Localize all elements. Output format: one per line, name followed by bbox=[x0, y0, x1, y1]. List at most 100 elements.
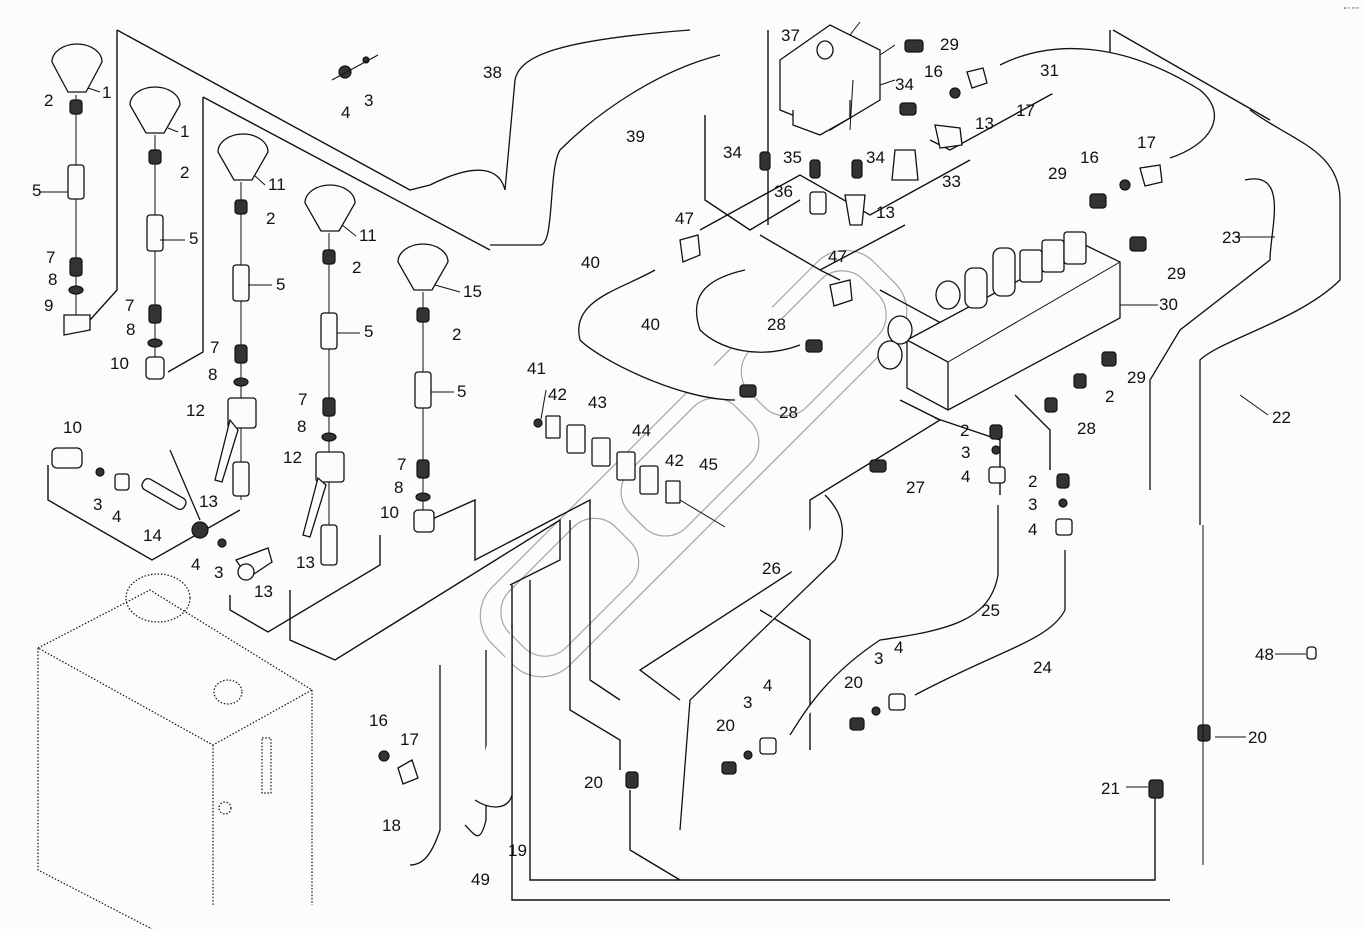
callout-part-15: 15 bbox=[463, 282, 482, 301]
callout-part-3: 3 bbox=[961, 443, 970, 462]
callout-part-16: 16 bbox=[369, 711, 388, 730]
callout-part-34: 34 bbox=[866, 148, 885, 167]
callout-part-20: 20 bbox=[1248, 728, 1267, 747]
callout-part-7: 7 bbox=[125, 296, 134, 315]
callout-part-5: 5 bbox=[276, 275, 285, 294]
callout-part-34: 34 bbox=[723, 143, 742, 162]
callout-part-23: 23 bbox=[1222, 228, 1241, 247]
callout-part-2: 2 bbox=[960, 421, 969, 440]
callout-part-28: 28 bbox=[767, 315, 786, 334]
callout-part-28: 28 bbox=[1077, 419, 1096, 438]
accumulator-11b bbox=[304, 184, 356, 232]
callout-part-4: 4 bbox=[763, 676, 772, 695]
accumulator-1b bbox=[129, 86, 181, 134]
callout-part-24: 24 bbox=[1033, 658, 1052, 677]
callout-part-29: 29 bbox=[940, 35, 959, 54]
callout-part-37: 37 bbox=[781, 26, 800, 45]
callout-part-12: 12 bbox=[186, 401, 205, 420]
callout-part-41: 41 bbox=[527, 359, 546, 378]
callout-part-17: 17 bbox=[1016, 101, 1035, 120]
reservoir-tank bbox=[36, 573, 314, 929]
accumulator-11a bbox=[217, 133, 269, 181]
callout-part-5: 5 bbox=[32, 181, 41, 200]
clamp-assembly bbox=[378, 234, 1317, 865]
callout-part-9: 9 bbox=[44, 296, 53, 315]
callout-part-43: 43 bbox=[588, 393, 607, 412]
callout-part-5: 5 bbox=[457, 382, 466, 401]
accumulators bbox=[51, 43, 449, 291]
callout-part-29: 29 bbox=[1048, 164, 1067, 183]
callout-part-11: 11 bbox=[359, 226, 377, 245]
callout-part-47: 47 bbox=[675, 209, 694, 228]
callout-part-3: 3 bbox=[874, 649, 883, 668]
callout-part-42: 42 bbox=[548, 385, 567, 404]
callout-part-2: 2 bbox=[44, 91, 53, 110]
callout-part-20: 20 bbox=[716, 716, 735, 735]
callout-part-3: 3 bbox=[743, 693, 752, 712]
callout-part-25: 25 bbox=[981, 601, 1000, 620]
callout-part-21: 21 bbox=[1101, 779, 1120, 798]
callout-part-2: 2 bbox=[1105, 387, 1114, 406]
callout-part-28: 28 bbox=[779, 403, 798, 422]
callout-part-8: 8 bbox=[297, 417, 306, 436]
callout-part-2: 2 bbox=[452, 325, 461, 344]
callout-part-13: 13 bbox=[975, 114, 994, 133]
callout-part-5: 5 bbox=[189, 229, 198, 248]
valve-manifold-30 bbox=[877, 164, 1163, 413]
callout-part-3: 3 bbox=[1028, 495, 1037, 514]
callout-part-2: 2 bbox=[266, 209, 275, 228]
callout-part-2: 2 bbox=[180, 163, 189, 182]
callout-part-10: 10 bbox=[63, 418, 82, 437]
callout-part-34: 34 bbox=[895, 75, 914, 94]
callout-part-4: 4 bbox=[341, 103, 350, 122]
callout-part-10: 10 bbox=[110, 354, 129, 373]
callout-part-29: 29 bbox=[1127, 368, 1146, 387]
callout-part-13: 13 bbox=[876, 203, 895, 222]
callout-part-42: 42 bbox=[665, 451, 684, 470]
callout-part-36: 36 bbox=[774, 182, 793, 201]
callout-part-40: 40 bbox=[581, 253, 600, 272]
leader-lines bbox=[40, 79, 1306, 788]
callout-part-1: 1 bbox=[102, 83, 111, 102]
callout-part-4: 4 bbox=[894, 638, 903, 657]
callout-part-3: 3 bbox=[93, 495, 102, 514]
callout-part-4: 4 bbox=[112, 507, 121, 526]
callout-part-31: 31 bbox=[1040, 61, 1059, 80]
callout-part-7: 7 bbox=[298, 390, 307, 409]
callout-part-11: 11 bbox=[268, 175, 286, 194]
accumulator-15 bbox=[397, 243, 449, 291]
callout-part-38: 38 bbox=[483, 63, 502, 82]
callout-part-49: 49 bbox=[471, 870, 490, 889]
callout-part-3: 3 bbox=[364, 91, 373, 110]
callout-part-35: 35 bbox=[783, 148, 802, 167]
callout-part-3: 3 bbox=[214, 563, 223, 582]
callout-part-19: 19 bbox=[508, 841, 527, 860]
callout-part-13: 13 bbox=[199, 492, 218, 511]
callout-part-13: 13 bbox=[296, 553, 315, 572]
callout-part-7: 7 bbox=[397, 455, 406, 474]
callout-part-4: 4 bbox=[961, 467, 970, 486]
callout-part-12: 12 bbox=[283, 448, 302, 467]
callout-part-47: 47 bbox=[828, 247, 847, 266]
callout-part-4: 4 bbox=[191, 555, 200, 574]
callout-part-17: 17 bbox=[1137, 133, 1156, 152]
callout-part-16: 16 bbox=[924, 62, 943, 81]
callout-part-16: 16 bbox=[1080, 148, 1099, 167]
callout-part-39: 39 bbox=[626, 127, 645, 146]
callout-part-8: 8 bbox=[48, 270, 57, 289]
callout-part-1: 1 bbox=[180, 122, 189, 141]
callout-part-2: 2 bbox=[1028, 472, 1037, 491]
callout-part-22: 22 bbox=[1272, 408, 1291, 427]
callout-part-48: 48 bbox=[1255, 645, 1274, 664]
callout-part-44: 44 bbox=[632, 421, 651, 440]
accumulator-1a bbox=[51, 43, 103, 93]
callout-part-8: 8 bbox=[394, 478, 403, 497]
callout-part-18: 18 bbox=[382, 816, 401, 835]
callout-part-2: 2 bbox=[352, 258, 361, 277]
callout-part-27: 27 bbox=[906, 478, 925, 497]
callout-part-8: 8 bbox=[208, 365, 217, 384]
callout-part-4: 4 bbox=[1028, 520, 1037, 539]
callout-part-30: 30 bbox=[1159, 295, 1178, 314]
callout-part-8: 8 bbox=[126, 320, 135, 339]
